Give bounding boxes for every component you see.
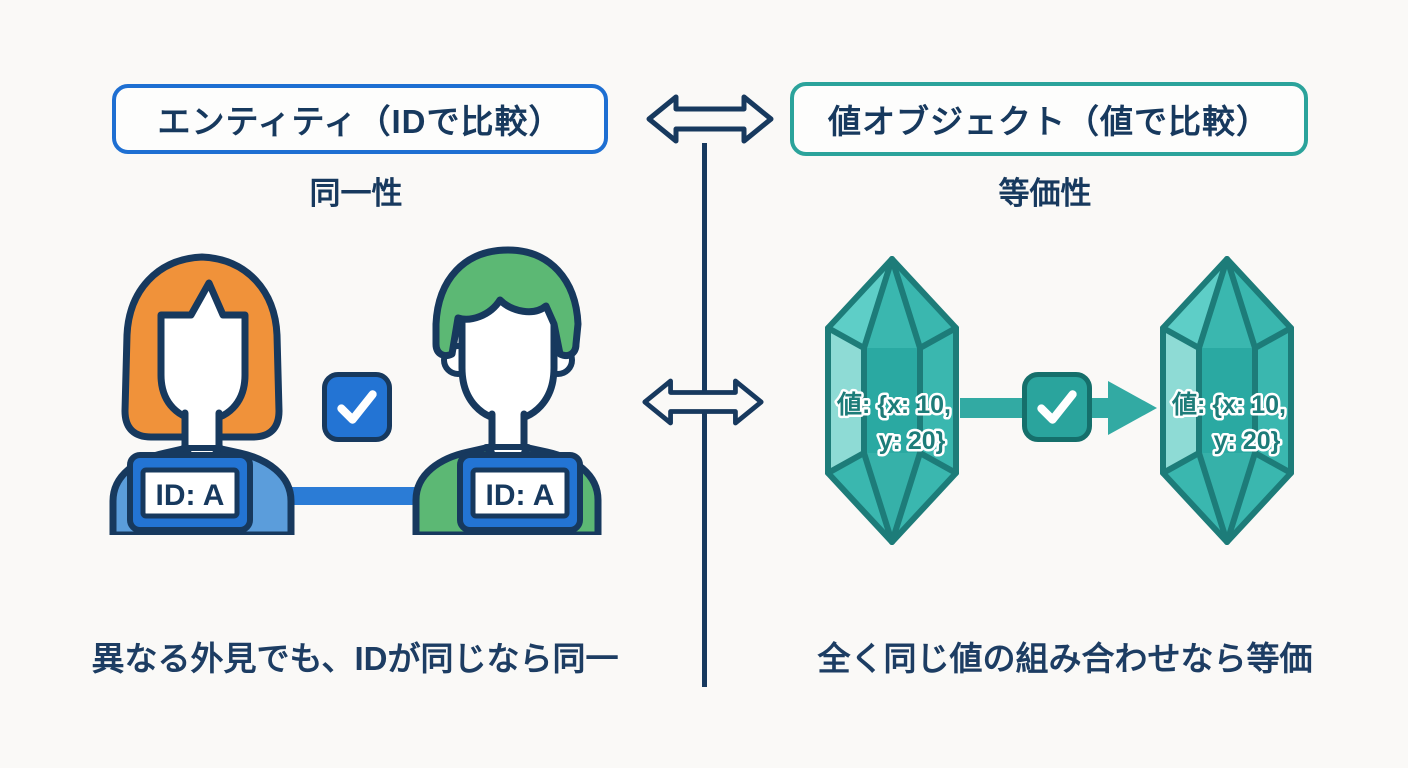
crystal-value-line1: 値: {x: 10, (1171, 391, 1286, 419)
middle-double-arrow-icon (642, 378, 764, 426)
person-man-icon: ID: A (412, 246, 602, 535)
person-woman-icon: ID: A (109, 253, 295, 535)
center-divider-line (702, 143, 707, 687)
top-double-arrow-icon (646, 94, 774, 144)
crystal-icon-left: 値: {x: 10, y: 20} (825, 256, 959, 545)
crystal-value-line1: 値: {x: 10, (836, 391, 951, 419)
identity-label: 同一性 (309, 176, 403, 211)
crystal-value-line2: y: 20} (879, 427, 946, 455)
value-object-title: 値オブジェクト（値で比較） (828, 103, 1270, 140)
entity-title: エンティティ（IDで比較） (157, 103, 563, 140)
entity-caption: 異なる外見でも、IDが同じなら同一 (91, 640, 619, 677)
crystal-icon-right: 値: {x: 10, y: 20} (1160, 256, 1294, 545)
id-badge-left: ID: A (156, 479, 225, 512)
equivalence-check-badge (1022, 372, 1092, 442)
check-icon (337, 390, 377, 424)
equivalence-label: 等価性 (998, 176, 1092, 211)
crystal-value-line2: y: 20} (1214, 427, 1281, 455)
check-icon (1037, 390, 1077, 424)
id-badge-right: ID: A (486, 479, 555, 512)
value-object-caption: 全く同じ値の組み合わせなら等価 (817, 640, 1313, 677)
value-object-title-box: 値オブジェクト（値で比較） (790, 82, 1308, 156)
entity-title-box: エンティティ（IDで比較） (112, 84, 608, 154)
identity-check-badge (322, 372, 392, 442)
